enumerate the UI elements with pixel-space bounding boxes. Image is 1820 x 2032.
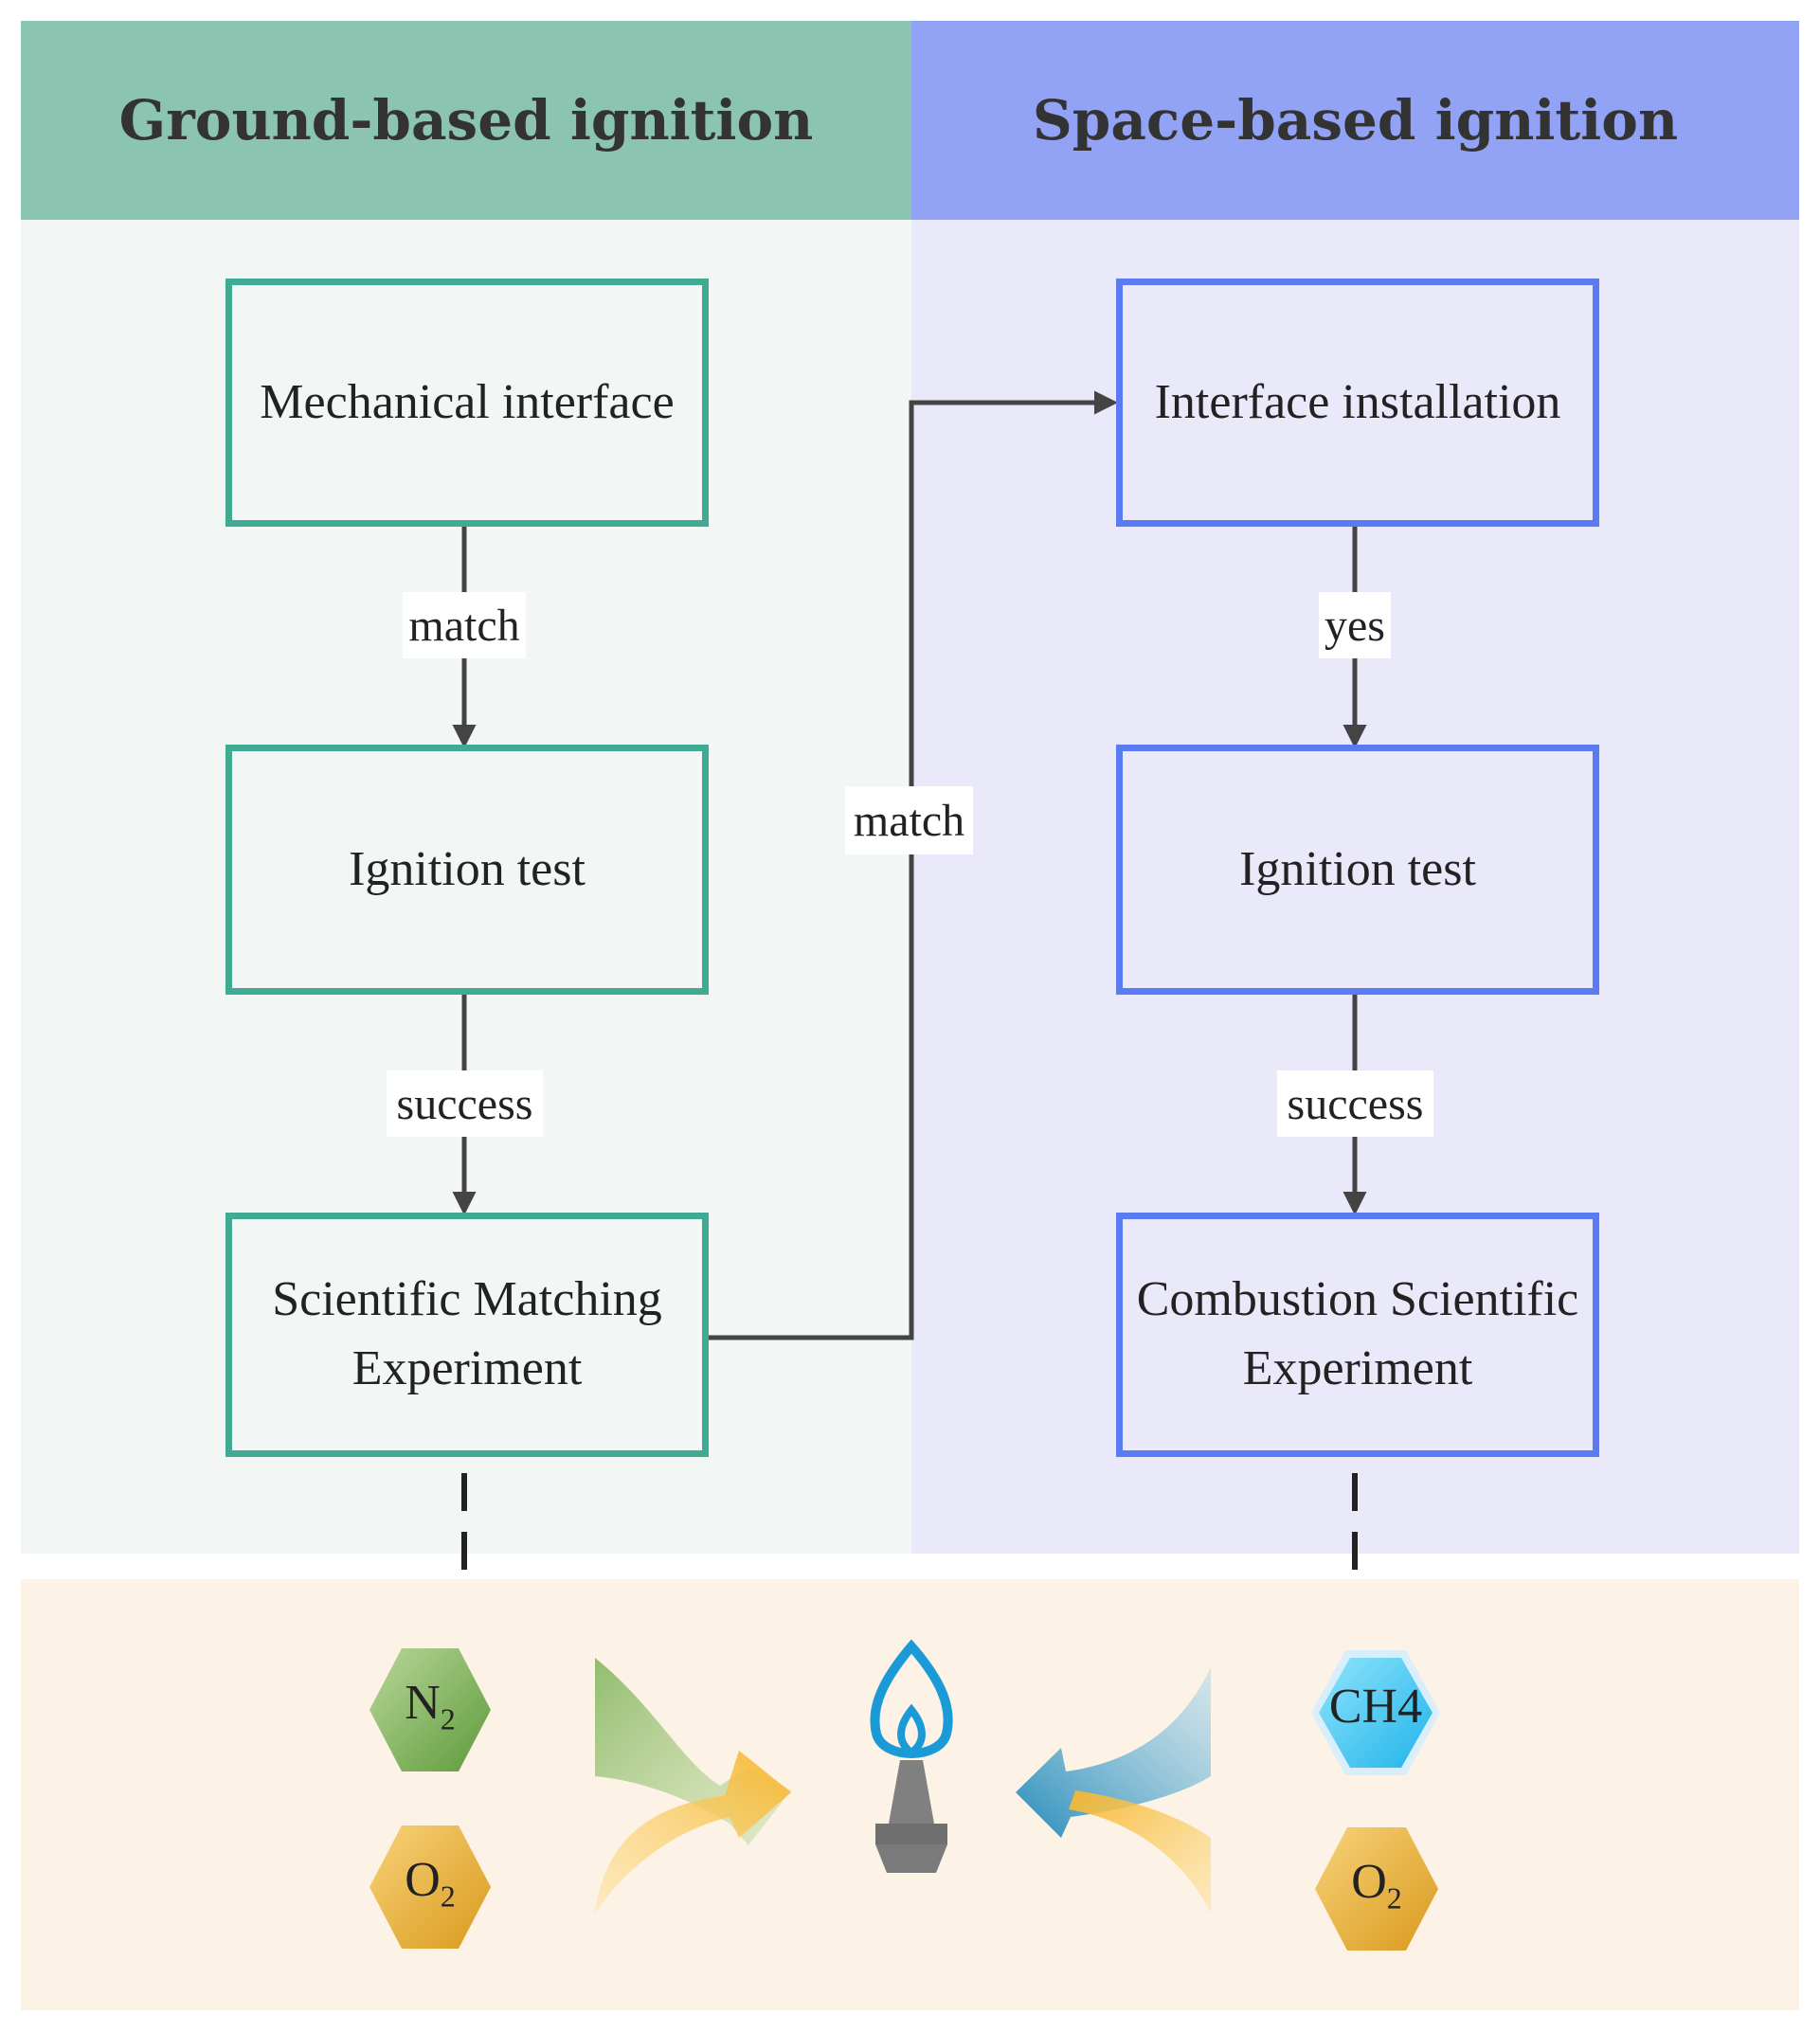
ground-ignition-test-label: Ignition test [349, 841, 586, 896]
cross-connector [706, 390, 1118, 1340]
space-header-title: Space-based ignition [1032, 88, 1679, 153]
o2-right-subscript: 2 [1386, 1880, 1402, 1915]
ch4-hexagon-icon [1311, 1650, 1440, 1775]
combustion-scientific-label-line2: Experiment [1242, 1341, 1473, 1395]
scientific-matching-experiment-box: Scientific Matching Experiment [225, 1213, 709, 1457]
blue-flow-arrow [1016, 1667, 1211, 1838]
ch4-symbol: CH4 [1328, 1680, 1423, 1734]
cross-edge-label-match: match [845, 786, 973, 854]
n2-subscript: 2 [440, 1701, 456, 1736]
yellow-flow-arrow-left [595, 1751, 791, 1914]
scientific-matching-label-line2: Experiment [351, 1341, 583, 1395]
o2-left-symbol: O [405, 1853, 441, 1907]
yellow-flow-arrow-right [1069, 1790, 1211, 1914]
o2-left-subscript: 2 [440, 1879, 456, 1914]
space-based-lane [911, 220, 1799, 1554]
space-ignition-test-box: Ignition test [1116, 745, 1599, 995]
n2-label: N2 [369, 1675, 491, 1736]
space-ignition-test-label: Ignition test [1239, 841, 1476, 896]
burner-flame-icon [870, 1639, 953, 1873]
ground-ignition-test-box: Ignition test [225, 745, 709, 995]
space-based-header: Space-based ignition [911, 21, 1799, 220]
ch4-label: CH4 [1311, 1679, 1440, 1735]
space-edge-label-yes: yes [1319, 592, 1391, 658]
space-edge-label-success: success [1277, 1070, 1433, 1137]
o2-right-label: O2 [1315, 1854, 1438, 1915]
o2-left-hexagon-icon [369, 1825, 491, 1949]
ground-based-lane [21, 220, 911, 1554]
interface-installation-box: Interface installation [1116, 279, 1599, 527]
ground-header-title: Ground-based ignition [118, 88, 814, 153]
o2-right-symbol: O [1351, 1855, 1387, 1909]
interface-installation-label: Interface installation [1154, 374, 1561, 429]
mechanical-interface-label: Mechanical interface [260, 374, 675, 429]
n2-hexagon-icon [369, 1648, 491, 1771]
combustion-scientific-label-line1: Combustion Scientific [1136, 1272, 1579, 1327]
n2-symbol: N [405, 1676, 441, 1730]
o2-right-hexagon-icon [1315, 1827, 1438, 1951]
ground-based-header: Ground-based ignition [21, 21, 911, 220]
ground-edge-label-match: match [403, 592, 526, 658]
mechanical-interface-box: Mechanical interface [225, 279, 709, 527]
combustion-scientific-experiment-box: Combustion Scientific Experiment [1116, 1213, 1599, 1457]
scientific-matching-label-line1: Scientific Matching [272, 1272, 662, 1327]
o2-left-label: O2 [369, 1852, 491, 1914]
ground-edge-label-success: success [387, 1070, 543, 1137]
